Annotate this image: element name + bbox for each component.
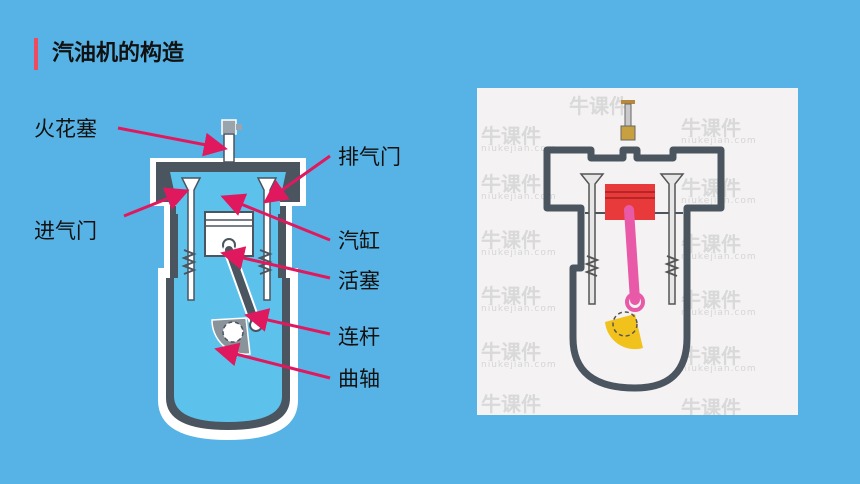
watermark-site: niukejian.com: [481, 360, 557, 370]
pointer-arrows: [117, 126, 331, 380]
watermark-brand: 牛课件: [681, 288, 741, 312]
watermark-site: niukejian.com: [481, 144, 557, 154]
watermark-brand: 牛课件: [681, 116, 741, 140]
arrow-piston: [220, 246, 331, 280]
watermark-brand: 牛课件: [681, 232, 741, 256]
watermark-brand: 牛课件: [481, 392, 541, 415]
label-connecting-rod: 连杆: [338, 325, 380, 349]
watermark-site: niukejian.com: [681, 252, 757, 262]
spark-plug-drawing: [221, 119, 242, 163]
watermark-brand: 牛课件: [681, 396, 741, 415]
watermark-layer: 牛课件 牛课件 牛课件 niukejian.com niukejian.com …: [477, 88, 798, 415]
watermark-site: niukejian.com: [681, 136, 757, 146]
arrow-cylinder: [220, 193, 331, 242]
arrow-crankshaft: [214, 342, 331, 380]
label-cylinder: 汽缸: [338, 229, 380, 253]
label-spark-plug: 火花塞: [34, 117, 97, 141]
watermark-site: niukejian.com: [481, 248, 557, 258]
watermark-site: niukejian.com: [681, 364, 757, 374]
slide-title: 汽油机的构造: [52, 41, 185, 66]
watermark-brand: 牛课件: [481, 228, 541, 252]
arrow-spark-plug: [117, 126, 228, 157]
watermark-brand: 牛课件: [481, 284, 541, 308]
watermark-brand: 牛课件: [681, 176, 741, 200]
watermark-site: niukejian.com: [481, 192, 557, 202]
arrow-exhaust-valve: [263, 154, 331, 204]
arrow-connecting-rod: [244, 308, 331, 336]
label-intake-valve: 进气门: [34, 219, 97, 243]
watermark-brand: 牛课件: [481, 172, 541, 196]
arrow-intake-valve: [123, 187, 190, 218]
label-crankshaft: 曲轴: [338, 367, 380, 391]
watermark-brand: 牛课件: [569, 94, 629, 118]
watermark-site: niukejian.com: [481, 304, 557, 314]
animation-screenshot: 牛课件 牛课件 牛课件 niukejian.com niukejian.com …: [477, 88, 798, 415]
label-piston: 活塞: [338, 269, 380, 293]
watermark-brand: 牛课件: [481, 340, 541, 364]
engine-animation-drawing: [543, 100, 725, 392]
watermark-brand: 牛课件: [481, 124, 541, 148]
watermark-site: niukejian.com: [681, 308, 757, 318]
title-accent-bar: [34, 38, 38, 70]
label-exhaust-valve: 排气门: [338, 145, 401, 169]
watermark-brand: 牛课件: [681, 344, 741, 368]
